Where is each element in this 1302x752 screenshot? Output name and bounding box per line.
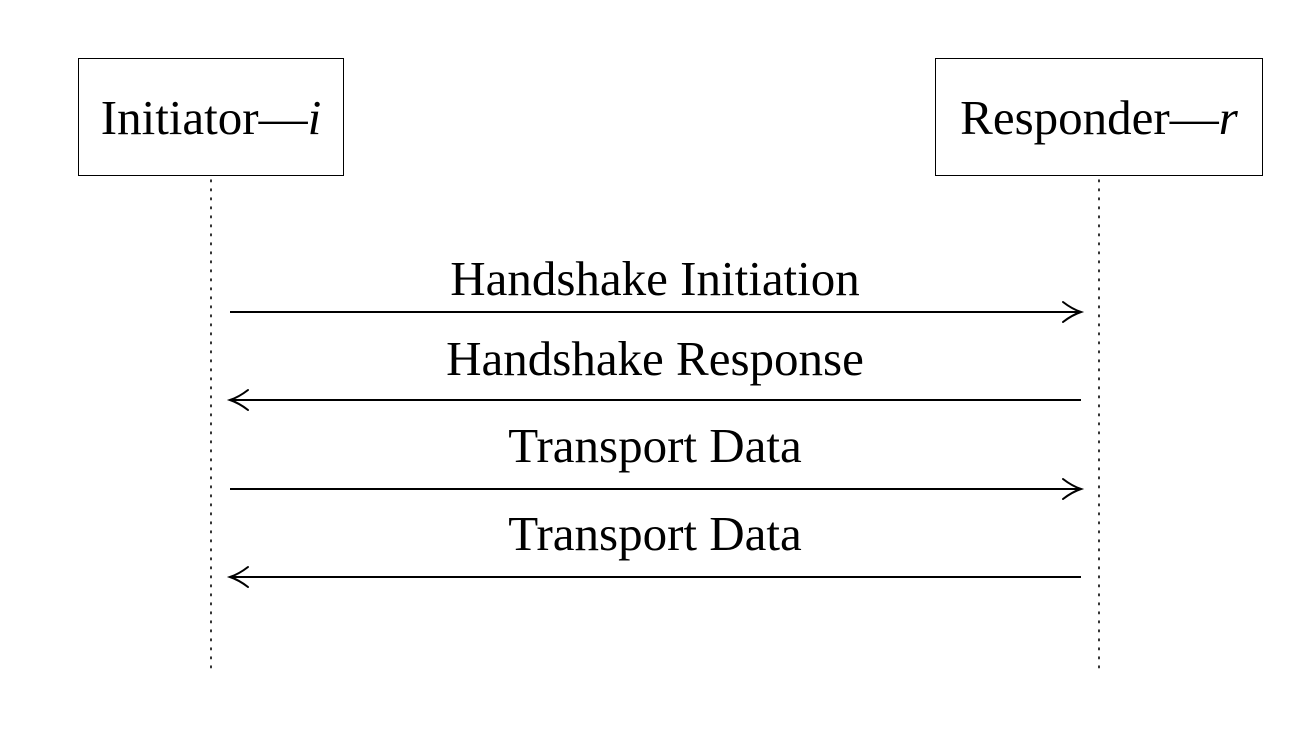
- message-arrow-handshake-initiation: [230, 301, 1085, 323]
- message-arrow-handshake-response: [226, 389, 1081, 411]
- message-label-transport-data-2: Transport Data: [508, 506, 802, 561]
- message-label-transport-data-1: Transport Data: [508, 418, 802, 473]
- participant-responder-box: Responder—r: [935, 58, 1263, 176]
- participant-initiator-box: Initiator—i: [78, 58, 344, 176]
- participant-initiator-symbol: i: [307, 89, 322, 145]
- participant-initiator-name: Initiator—: [100, 89, 308, 145]
- participant-responder-name: Responder—: [960, 89, 1219, 145]
- message-arrow-transport-data-2: [226, 566, 1081, 588]
- message-arrow-transport-data-1: [230, 478, 1085, 500]
- message-label-handshake-initiation: Handshake Initiation: [450, 251, 860, 306]
- message-label-handshake-response: Handshake Response: [446, 331, 864, 386]
- participant-responder-symbol: r: [1218, 89, 1238, 145]
